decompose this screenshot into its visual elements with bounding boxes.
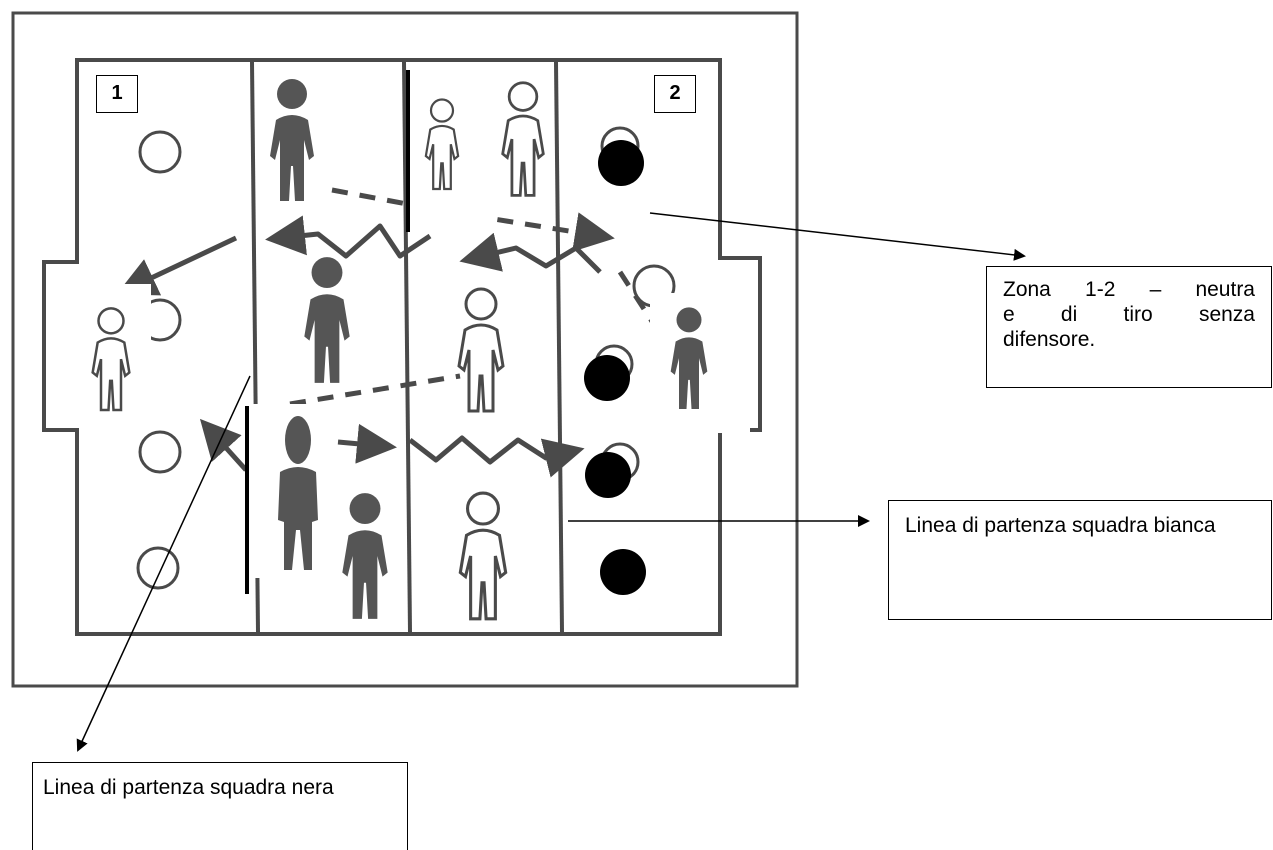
- dark-player-slim: [278, 416, 318, 570]
- callout-white-start: Linea di partenza squadra bianca: [888, 500, 1272, 620]
- leader-neutral-zone: [649, 212, 1026, 261]
- leader-black-start: [76, 375, 251, 752]
- black-balls: [584, 140, 646, 595]
- callout-line: Zona 1-2 – neutra: [1003, 278, 1255, 301]
- movement-arrows: [116, 215, 602, 478]
- court-outline: [42, 58, 762, 636]
- callout-black-start: Linea di partenza squadra nera: [32, 762, 408, 850]
- callout-line: e di tiro senza: [1003, 303, 1255, 326]
- callout-line: difensore.: [1003, 328, 1096, 351]
- callout-neutral-zone: Zona 1-2 – neutra e di tiro senza difens…: [986, 266, 1272, 388]
- zone-label-2: 2: [654, 75, 696, 113]
- court-divider-2: [402, 61, 412, 633]
- court-divider-3: [554, 61, 564, 633]
- zone-label-1: 1: [96, 75, 138, 113]
